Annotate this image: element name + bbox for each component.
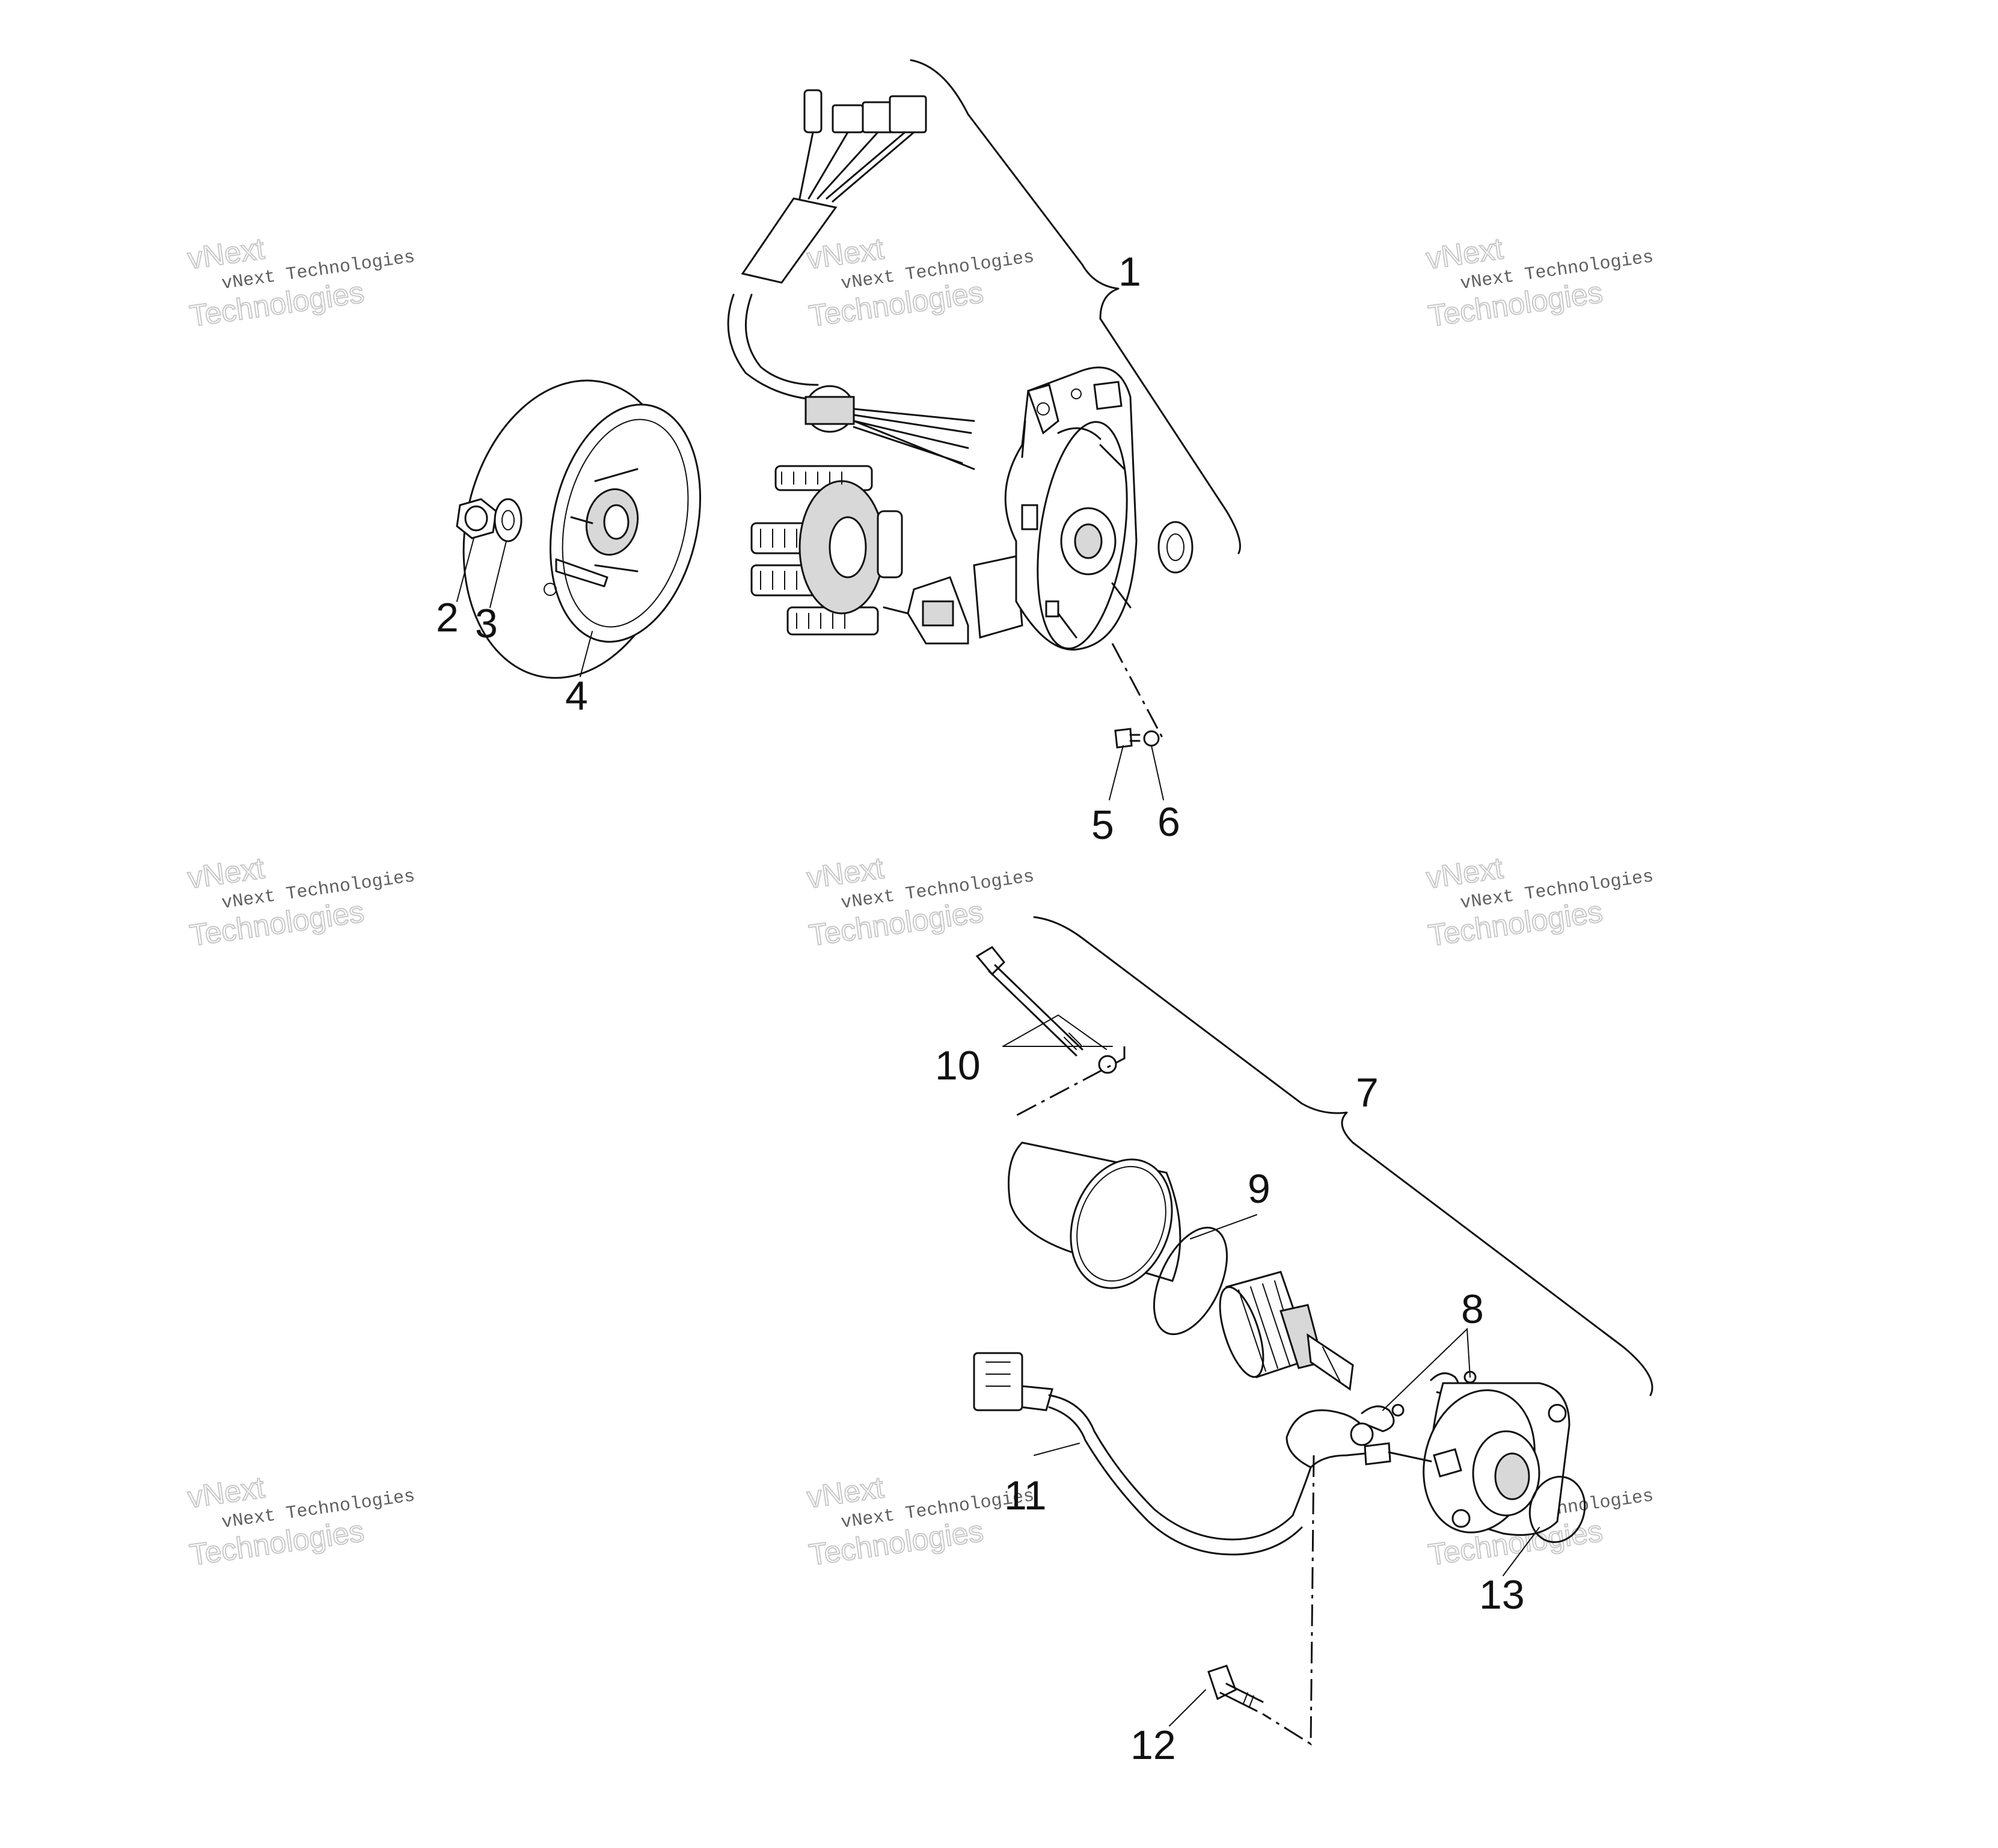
watermark: vNext vNext Technologies Technologies: [1424, 850, 1655, 953]
callout-7: 7: [1356, 1070, 1379, 1116]
mounting-bolt: [1207, 1455, 1315, 1746]
leader-2: [456, 538, 474, 602]
watermark: vNext vNext Technologies Technologies: [804, 850, 1036, 953]
through-bolts: [975, 946, 1126, 1117]
leader-13: [1503, 1527, 1540, 1576]
leader-12: [1169, 1689, 1206, 1727]
motor-yoke: [1008, 1141, 1181, 1289]
callout-8: 8: [1461, 1286, 1484, 1332]
leader-9: [1190, 1214, 1257, 1239]
oil-seal: [1157, 521, 1194, 574]
svg-text:vNext: vNext: [1424, 851, 1505, 895]
brace-item-7: [1033, 916, 1653, 1396]
wire-harness: [727, 89, 975, 470]
watermark: vNext vNext Technologies Technologies: [804, 231, 1036, 334]
svg-text:vNext: vNext: [186, 851, 266, 895]
armature: [1219, 1271, 1354, 1391]
o-ring-13: [1528, 1476, 1586, 1543]
callout-3: 3: [475, 601, 498, 646]
callout-13: 13: [1479, 1572, 1525, 1618]
svg-text:vNext: vNext: [186, 1470, 266, 1514]
nut-and-washer: [456, 498, 522, 542]
leader-8: [1382, 1327, 1471, 1411]
svg-text:vNext: vNext: [805, 232, 886, 275]
watermark: vNext vNext Technologies Technologies: [1424, 231, 1655, 334]
front-cover: [1423, 1382, 1571, 1536]
callout-10: 10: [935, 1043, 981, 1088]
leader-3: [489, 541, 507, 608]
leader-4: [580, 631, 593, 677]
watermark: vNext vNext Technologies Technologies: [185, 231, 417, 334]
callout-1: 1: [1118, 249, 1141, 295]
watermark: vNext vNext Technologies Technologies: [185, 1470, 417, 1573]
brace-item-1: [910, 59, 1241, 554]
svg-text:vNext: vNext: [805, 1470, 886, 1514]
callout-6: 6: [1157, 799, 1180, 845]
stator-plate: [1004, 366, 1138, 651]
leader-11: [1034, 1443, 1080, 1456]
callout-11: 11: [1004, 1473, 1047, 1518]
callout-2: 2: [436, 595, 459, 640]
callout-9: 9: [1248, 1166, 1270, 1212]
leader-6: [1151, 745, 1164, 800]
o-ring-9: [1153, 1226, 1228, 1336]
svg-text:vNext: vNext: [805, 851, 886, 895]
pulser-coil: [883, 555, 1023, 645]
svg-text:vNext: vNext: [186, 232, 266, 275]
svg-text:vNext: vNext: [1424, 232, 1505, 275]
flywheel: [462, 379, 702, 679]
callout-5: 5: [1091, 802, 1114, 848]
callout-4: 4: [565, 673, 588, 719]
stator-coil: [750, 465, 903, 636]
callout-12: 12: [1130, 1722, 1176, 1768]
watermark: vNext vNext Technologies Technologies: [185, 850, 417, 953]
leader-5: [1109, 745, 1124, 800]
leader-10: [1002, 1014, 1107, 1050]
lead-wire: [973, 1352, 1432, 1556]
screw-and-washer: [1111, 643, 1165, 749]
wire-clamp: [1021, 381, 1123, 458]
